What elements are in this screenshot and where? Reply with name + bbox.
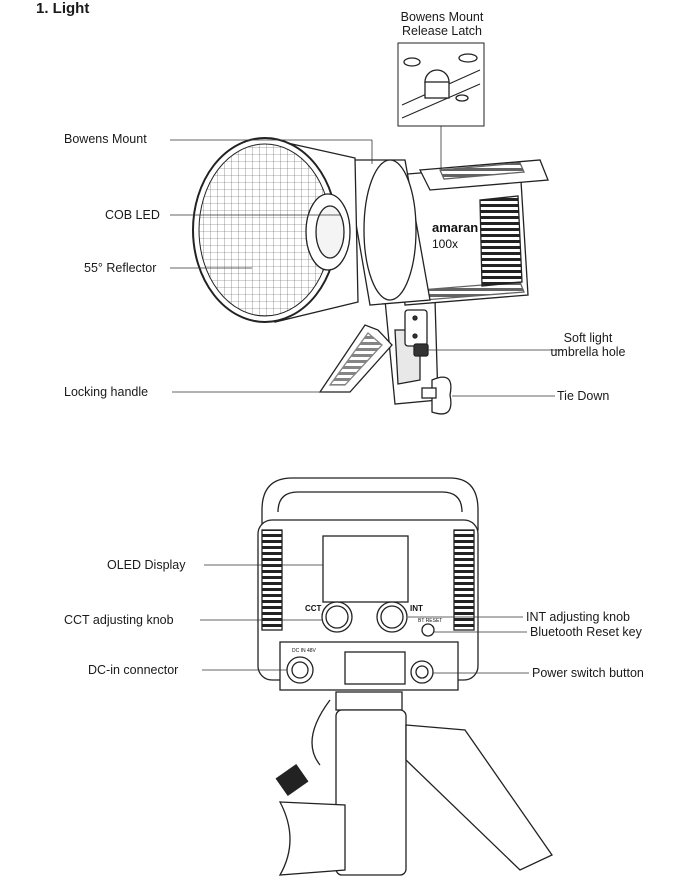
product-model-text: 100x [432,237,458,251]
bowens-mount-ring [344,159,431,306]
rear-view-leader-lines [200,564,529,674]
bt-reset-panel-text: BT RESET [418,618,442,624]
rear-stand [275,691,553,876]
oled-display [322,535,409,603]
locking-handle [318,324,393,393]
umbrella-hole-knob [413,343,429,357]
cob-led [305,193,351,271]
power-switch-label: Power switch button [532,666,644,680]
release-latch-inset [397,42,485,127]
umbrella-hole-label-line2: umbrella hole [550,345,626,359]
release-latch-label: Bowens Mount Release Latch [397,10,487,38]
top-view-leader-lines [170,126,562,397]
tie-down-label: Tie Down [557,389,610,403]
umbrella-hole-label-line1: Soft light [563,331,613,345]
light-fixture-rear-view: CCT INT BT RESET DC IN 48V [257,477,553,876]
rear-handle-frame [261,477,479,531]
section-title: 1. Light [36,0,90,17]
stand-yoke [384,299,439,405]
cct-knob-label: CCT adjusting knob [64,613,174,627]
cct-panel-text: CCT [305,604,322,613]
reflector-55 [192,137,359,323]
light-fixture-side-view: amaran 100x [192,42,549,415]
cob-led-label: COB LED [105,208,160,222]
dc-in-label: DC-in connector [88,663,179,677]
bowens-mount-label: Bowens Mount [64,132,147,146]
bt-reset-label: Bluetooth Reset key [530,625,642,639]
int-knob: INT [376,601,423,633]
body-housing: amaran 100x [394,159,549,306]
bt-reset-key: BT RESET [418,618,442,637]
left-cooling-fins [261,529,283,631]
release-latch-label-line1: Bowens Mount [400,10,484,24]
product-brand-text: amaran [432,220,478,235]
umbrella-hole-label: Soft light umbrella hole [543,331,633,359]
oled-display-label: OLED Display [107,558,186,572]
dc-in-panel-text: DC IN 48V [292,648,317,654]
right-cooling-fins [453,529,475,631]
release-latch-label-line2: Release Latch [402,24,482,38]
int-knob-label: INT adjusting knob [526,610,630,624]
tie-down-knob [421,376,452,415]
reflector-label: 55° Reflector [84,261,157,275]
int-panel-text: INT [410,604,423,613]
power-switch [410,660,434,684]
label-plate [344,651,406,685]
locking-handle-label: Locking handle [64,385,149,399]
cct-knob: CCT [305,601,353,633]
